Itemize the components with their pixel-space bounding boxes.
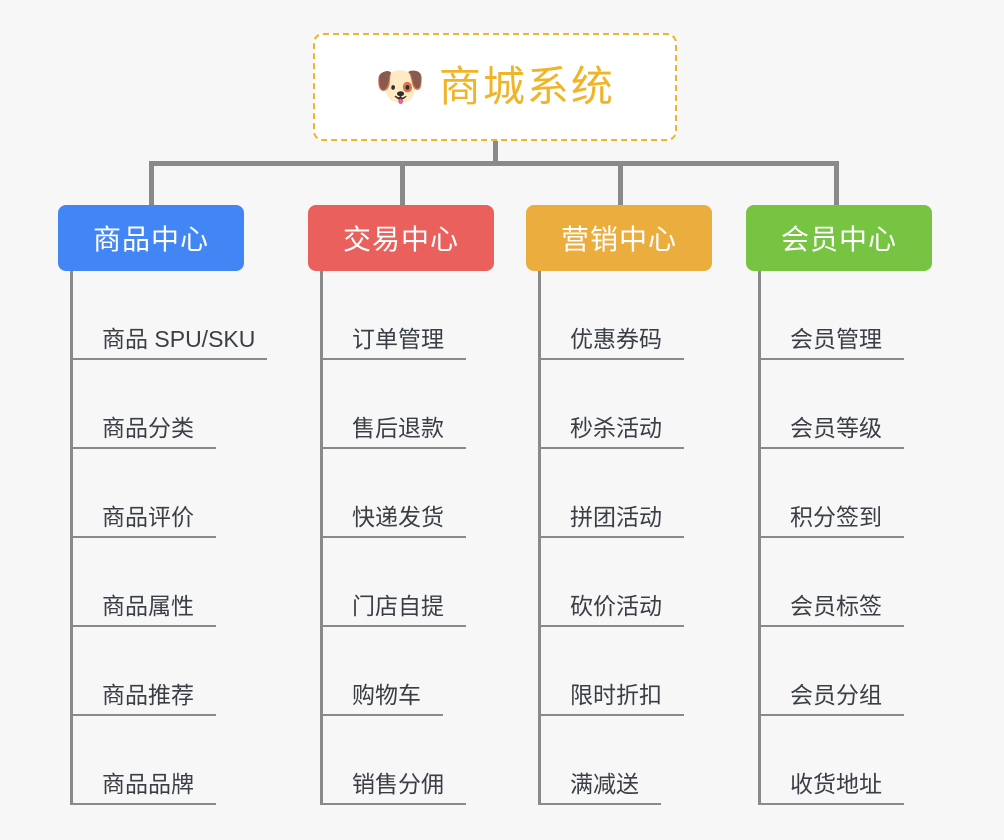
leaf-label: 优惠券码	[538, 326, 684, 360]
leaf-label: 会员分组	[758, 682, 904, 716]
branch-column-2: 交易中心 订单管理 售后退款 快递发货 门店自提 购物车 销售分佣	[308, 205, 528, 805]
leaf-item[interactable]: 订单管理	[320, 271, 528, 360]
leaf-item[interactable]: 销售分佣	[320, 716, 528, 805]
leaf-label: 拼团活动	[538, 504, 684, 538]
drop-connector-1	[149, 161, 154, 205]
leaf-label: 商品品牌	[70, 771, 216, 805]
leaf-item[interactable]: 会员管理	[758, 271, 966, 360]
leaf-item[interactable]: 商品推荐	[70, 627, 278, 716]
trunk-line-1	[70, 271, 73, 805]
trunk-line-4	[758, 271, 761, 805]
leaf-label: 商品推荐	[70, 682, 216, 716]
leaf-label: 收货地址	[758, 771, 904, 805]
root-title: 商城系统	[438, 63, 615, 110]
trunk-line-3	[538, 271, 541, 805]
leaf-label: 商品 SPU/SKU	[70, 326, 268, 360]
drop-connector-4	[834, 161, 839, 205]
leaf-item[interactable]: 满减送	[538, 716, 746, 805]
leaf-list-1: 商品 SPU/SKU 商品分类 商品评价 商品属性 商品推荐 商品品牌	[70, 271, 278, 805]
branch-column-3: 营销中心 优惠券码 秒杀活动 拼团活动 砍价活动 限时折扣 满减送	[526, 205, 746, 805]
leaf-label: 商品分类	[70, 415, 216, 449]
branch-column-1: 商品中心 商品 SPU/SKU 商品分类 商品评价 商品属性 商品推荐 商品品牌	[58, 205, 278, 805]
category-box-2[interactable]: 交易中心	[308, 205, 494, 271]
leaf-label: 积分签到	[758, 504, 904, 538]
category-box-1[interactable]: 商品中心	[58, 205, 244, 271]
leaf-label: 砍价活动	[538, 593, 684, 627]
leaf-item[interactable]: 商品评价	[70, 449, 278, 538]
leaf-item[interactable]: 积分签到	[758, 449, 966, 538]
branch-column-4: 会员中心 会员管理 会员等级 积分签到 会员标签 会员分组 收货地址	[746, 205, 966, 805]
leaf-list-4: 会员管理 会员等级 积分签到 会员标签 会员分组 收货地址	[758, 271, 966, 805]
leaf-label: 购物车	[320, 682, 443, 716]
leaf-label: 会员标签	[758, 593, 904, 627]
leaf-label: 会员管理	[758, 326, 904, 360]
leaf-item[interactable]: 商品品牌	[70, 716, 278, 805]
leaf-item[interactable]: 拼团活动	[538, 449, 746, 538]
leaf-item[interactable]: 购物车	[320, 627, 528, 716]
leaf-label: 门店自提	[320, 593, 466, 627]
leaf-label: 快递发货	[320, 504, 466, 538]
trunk-line-2	[320, 271, 323, 805]
leaf-item[interactable]: 会员分组	[758, 627, 966, 716]
leaf-label: 秒杀活动	[538, 415, 684, 449]
leaf-list-2: 订单管理 售后退款 快递发货 门店自提 购物车 销售分佣	[320, 271, 528, 805]
root-stem-connector	[493, 141, 498, 164]
drop-connector-3	[618, 161, 623, 205]
leaf-label: 售后退款	[320, 415, 466, 449]
leaf-item[interactable]: 收货地址	[758, 716, 966, 805]
drop-connector-2	[400, 161, 405, 205]
leaf-item[interactable]: 商品分类	[70, 360, 278, 449]
leaf-label: 销售分佣	[320, 771, 466, 805]
category-box-3[interactable]: 营销中心	[526, 205, 712, 271]
leaf-label: 限时折扣	[538, 682, 684, 716]
leaf-label: 满减送	[538, 771, 661, 805]
leaf-item[interactable]: 优惠券码	[538, 271, 746, 360]
leaf-item[interactable]: 会员等级	[758, 360, 966, 449]
leaf-item[interactable]: 门店自提	[320, 538, 528, 627]
dog-face-icon: 🐶	[375, 65, 425, 109]
leaf-label: 商品属性	[70, 593, 216, 627]
leaf-item[interactable]: 售后退款	[320, 360, 528, 449]
category-box-4[interactable]: 会员中心	[746, 205, 932, 271]
leaf-list-3: 优惠券码 秒杀活动 拼团活动 砍价活动 限时折扣 满减送	[538, 271, 746, 805]
root-node[interactable]: 🐶 商城系统	[313, 33, 677, 141]
leaf-item[interactable]: 快递发货	[320, 449, 528, 538]
branch-bus-connector	[149, 161, 839, 166]
leaf-item[interactable]: 秒杀活动	[538, 360, 746, 449]
leaf-item[interactable]: 砍价活动	[538, 538, 746, 627]
leaf-label: 订单管理	[320, 326, 466, 360]
leaf-item[interactable]: 限时折扣	[538, 627, 746, 716]
leaf-item[interactable]: 商品 SPU/SKU	[70, 271, 278, 360]
leaf-item[interactable]: 会员标签	[758, 538, 966, 627]
leaf-label: 商品评价	[70, 504, 216, 538]
leaf-item[interactable]: 商品属性	[70, 538, 278, 627]
leaf-label: 会员等级	[758, 415, 904, 449]
